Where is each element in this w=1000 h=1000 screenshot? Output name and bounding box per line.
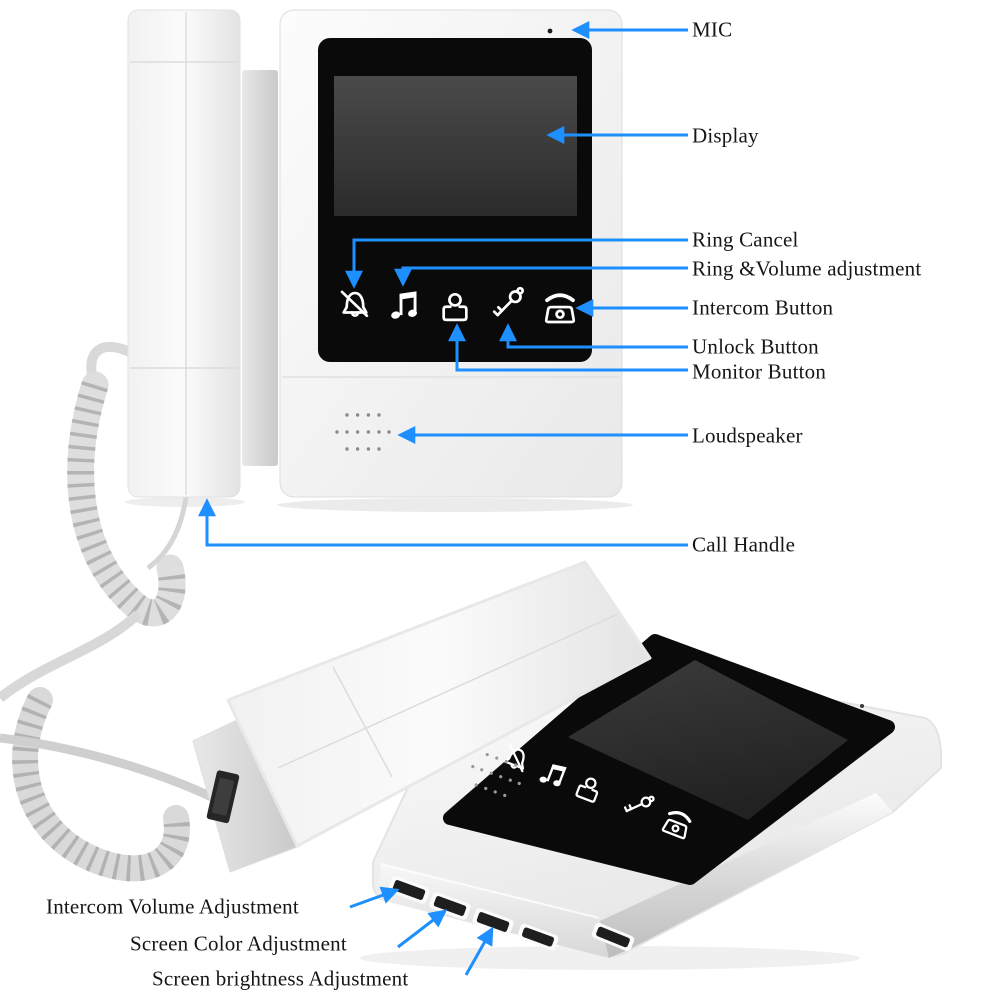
front-main-unit xyxy=(279,9,623,498)
label-mic: MIC xyxy=(692,17,733,42)
label-call-handle: Call Handle xyxy=(692,532,796,557)
bottom-rail xyxy=(600,793,893,958)
arrow-monitor xyxy=(448,323,688,372)
bottom-view xyxy=(0,560,943,958)
front-view xyxy=(0,9,623,702)
arrow-ring-volume xyxy=(394,266,688,287)
bottom-cord-coil xyxy=(12,687,190,882)
bottom-mic-hole xyxy=(860,704,864,708)
handset-bar xyxy=(226,560,652,848)
handset-cord xyxy=(0,342,189,702)
bottom-cord xyxy=(0,733,216,803)
arrow-screen-color xyxy=(397,909,448,949)
bottom-loudspeaker-grille xyxy=(471,753,521,797)
arrow-call-handle xyxy=(198,498,688,547)
screen-brightness-slot xyxy=(472,908,514,936)
label-monitor-button: Monitor Button xyxy=(692,359,827,384)
label-screen-color: Screen Color Adjustment xyxy=(130,931,347,956)
bottom-display-screen xyxy=(568,660,848,820)
label-screen-brightness: Screen brightness Adjustment xyxy=(152,966,409,991)
unit-side-wall xyxy=(242,70,278,466)
mic-hole xyxy=(547,28,553,34)
call-handle-handset xyxy=(127,9,241,498)
arrow-screen-brightness xyxy=(464,926,494,976)
callout-arrows xyxy=(198,21,688,976)
label-intercom-button: Intercom Button xyxy=(692,295,834,320)
label-loudspeaker: Loudspeaker xyxy=(692,423,803,448)
display-screen xyxy=(334,76,577,216)
intercom-volume-slot xyxy=(388,876,430,904)
handset-jack xyxy=(206,770,240,824)
adjustment-slots xyxy=(388,876,635,952)
label-unlock-button: Unlock Button xyxy=(692,334,819,359)
front-unit-shadow xyxy=(277,498,633,512)
label-ring-volume: Ring &Volume adjustment xyxy=(692,256,922,281)
arrow-unlock xyxy=(499,323,688,349)
label-display: Display xyxy=(692,123,759,148)
label-ring-cancel: Ring Cancel xyxy=(692,227,799,252)
arrow-intercom-volume xyxy=(349,886,400,909)
loudspeaker-grille xyxy=(335,413,391,451)
slot-4 xyxy=(517,923,559,951)
bottom-unit-shadow xyxy=(360,946,860,970)
screen-color-slot xyxy=(429,892,471,920)
arrow-ring-cancel xyxy=(345,238,688,289)
slot-5 xyxy=(591,922,635,952)
bottom-call-handle-handset xyxy=(0,560,652,882)
label-intercom-volume: Intercom Volume Adjustment xyxy=(46,894,299,919)
